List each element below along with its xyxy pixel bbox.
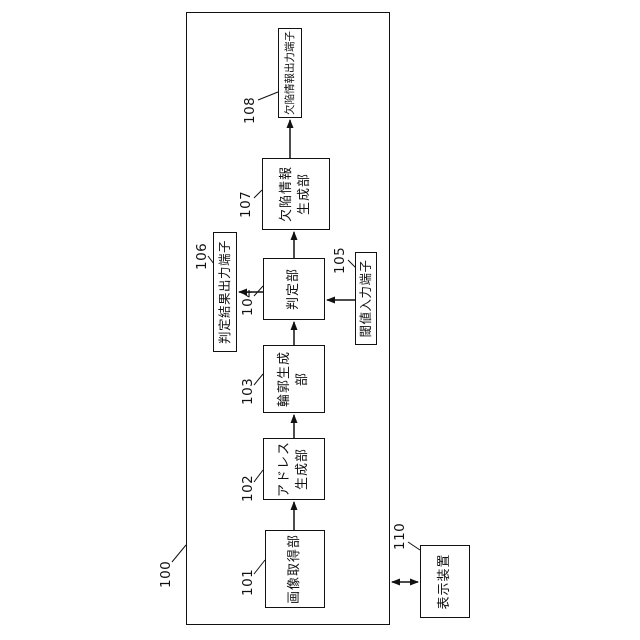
external-display-device: 表示装置 (420, 545, 470, 618)
ref-label-108: 108 (242, 96, 258, 124)
block-address-generation-label: アドレス 生成部 (276, 441, 310, 498)
ref-label-100: 100 (158, 560, 174, 588)
ref-label-110: 110 (392, 522, 408, 550)
ref-label-105: 105 (332, 246, 348, 274)
ref-label-107: 107 (238, 190, 254, 218)
terminal-threshold-input-label: 閾値入力端子 (358, 259, 374, 338)
leader-102 (253, 469, 264, 483)
leader-107 (253, 189, 263, 199)
ref-label-103: 103 (240, 377, 256, 405)
block-judgment: 判定部 (263, 258, 325, 320)
leader-110 (407, 541, 421, 551)
terminal-judgment-result-output-label: 判定結果出力端子 (217, 240, 233, 345)
terminal-threshold-input: 閾値入力端子 (355, 252, 377, 345)
block-contour-generation: 輪郭生成部 (263, 345, 325, 413)
ref-label-101: 101 (240, 568, 256, 596)
block-image-acquisition: 画像取得部 (265, 530, 325, 608)
leader-108 (257, 91, 279, 101)
leader-105 (347, 259, 357, 269)
block-judgment-label: 判定部 (285, 268, 301, 311)
ref-label-104: 104 (240, 288, 256, 316)
terminal-defect-info-output: 欠陥情報出力端子 (278, 28, 302, 118)
leader-100 (171, 544, 187, 563)
ref-label-106: 106 (194, 242, 210, 270)
block-address-generation: アドレス 生成部 (263, 438, 325, 500)
terminal-defect-info-output-label: 欠陥情報出力端子 (283, 31, 296, 115)
external-display-device-label: 表示装置 (436, 553, 452, 610)
leader-103 (253, 373, 264, 386)
block-image-acquisition-label: 画像取得部 (286, 534, 302, 605)
block-defect-info-generation: 欠陥情報 生成部 (262, 158, 330, 230)
block-contour-generation-label: 輪郭生成部 (276, 351, 310, 408)
ref-label-102: 102 (240, 474, 256, 502)
leader-104 (253, 285, 264, 297)
terminal-judgment-result-output: 判定結果出力端子 (213, 232, 237, 352)
leader-101 (253, 559, 266, 575)
block-defect-info-generation-label: 欠陥情報 生成部 (278, 166, 312, 223)
